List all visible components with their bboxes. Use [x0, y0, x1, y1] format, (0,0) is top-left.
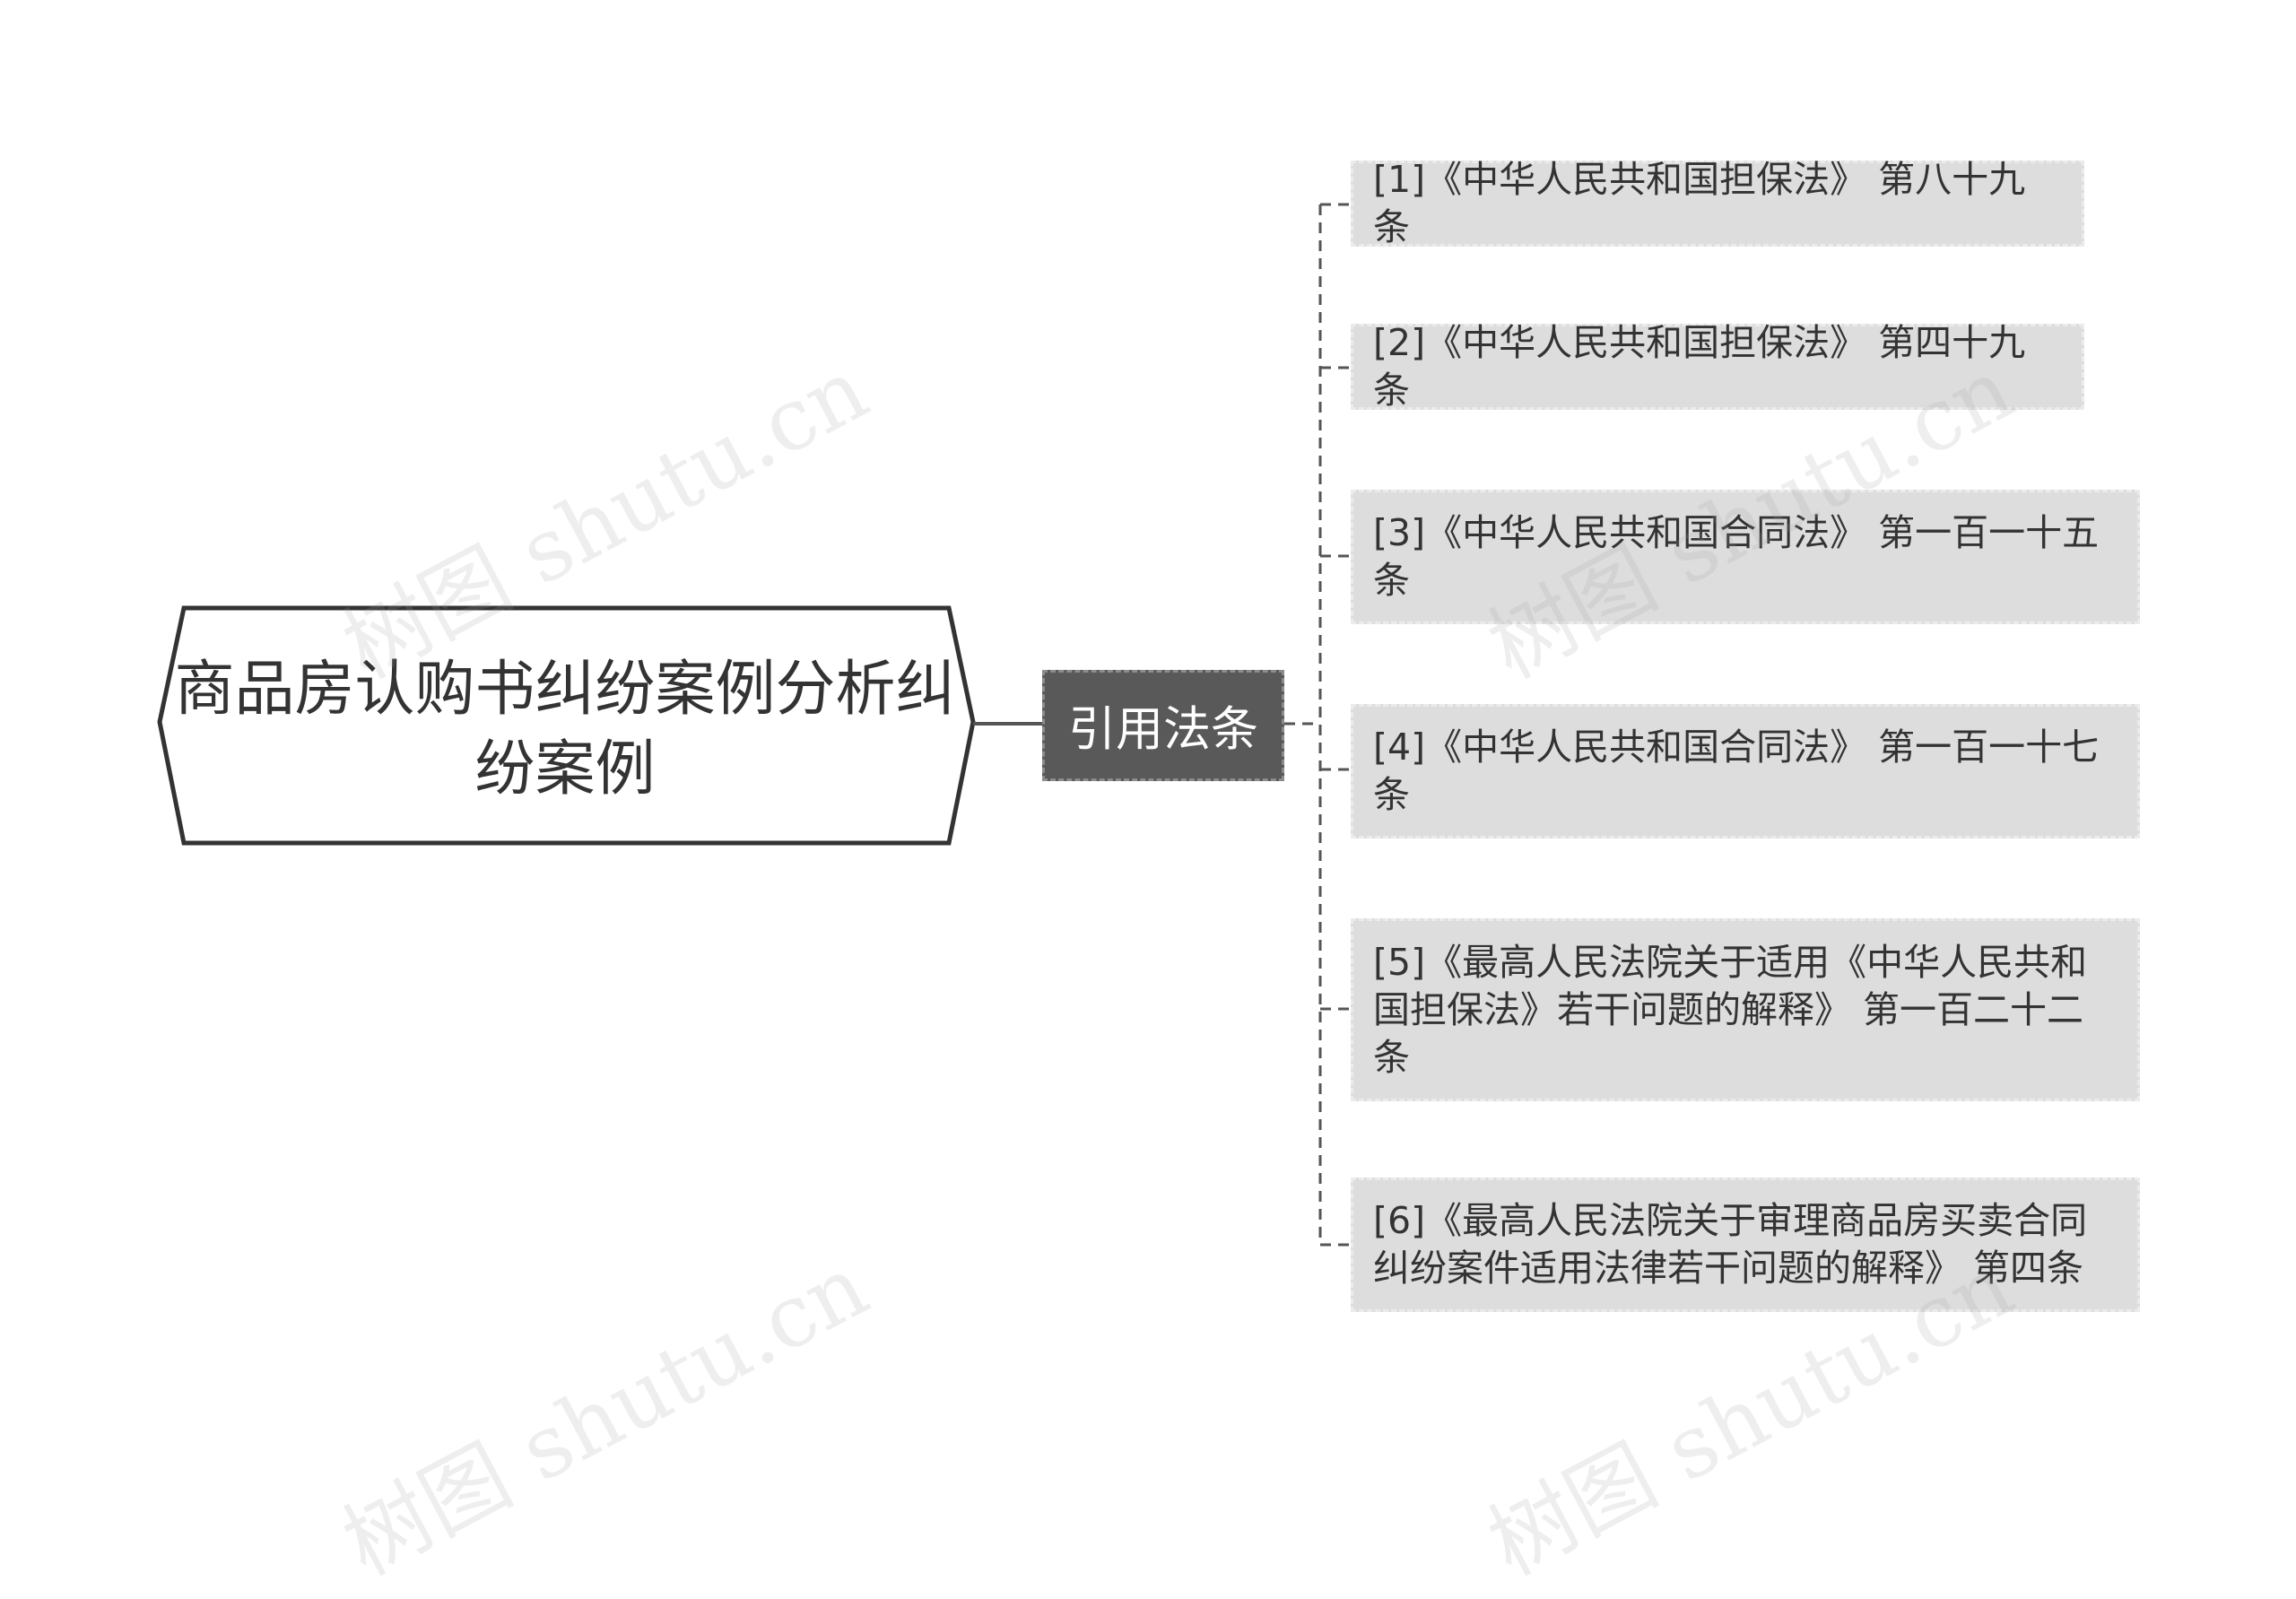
citation-label: [3]《中华人民共和国合同法》 第一百一十五条: [1373, 511, 2100, 602]
root-node[interactable]: 商品房认购书纠纷案例分析纠纷案例: [170, 637, 960, 821]
citation-label: [2]《中华人民共和国担保法》 第四十九条: [1373, 321, 2026, 412]
root-node-shape: [157, 605, 976, 846]
branch-node[interactable]: 引用法条: [1042, 670, 1284, 781]
root-node-label: 商品房认购书纠纷案例分析纠纷案例: [174, 654, 956, 804]
citation-label: [6]《最高人民法院关于审理商品房买卖合同纠纷案件适用法律若干问题的解释》 第四…: [1373, 1199, 2088, 1290]
citation-label: [5]《最高人民法院关于适用《中华人民共和国担保法》若干问题的解释》 第一百二十…: [1373, 940, 2088, 1079]
citation-node-5[interactable]: [5]《最高人民法院关于适用《中华人民共和国担保法》若干问题的解释》 第一百二十…: [1351, 918, 2140, 1101]
leaf-connectors: [1320, 203, 1351, 1247]
citation-node-2[interactable]: [2]《中华人民共和国担保法》 第四十九条: [1351, 321, 2084, 412]
mind-map-canvas: [157, 203, 1351, 1247]
citation-node-6[interactable]: [6]《最高人民法院关于审理商品房买卖合同纠纷案件适用法律若干问题的解释》 第四…: [1351, 1178, 2140, 1312]
citation-node-4[interactable]: [4]《中华人民共和国合同法》 第一百一十七条: [1351, 704, 2140, 839]
citation-node-3[interactable]: [3]《中华人民共和国合同法》 第一百一十五条: [1351, 490, 2140, 624]
citation-label: [1]《中华人民共和国担保法》 第八十九条: [1373, 158, 2026, 248]
branch-node-label: 引用法条: [1068, 702, 1258, 757]
citation-label: [4]《中华人民共和国合同法》 第一百一十七条: [1373, 726, 2100, 816]
citation-node-1[interactable]: [1]《中华人民共和国担保法》 第八十九条: [1351, 158, 2084, 248]
